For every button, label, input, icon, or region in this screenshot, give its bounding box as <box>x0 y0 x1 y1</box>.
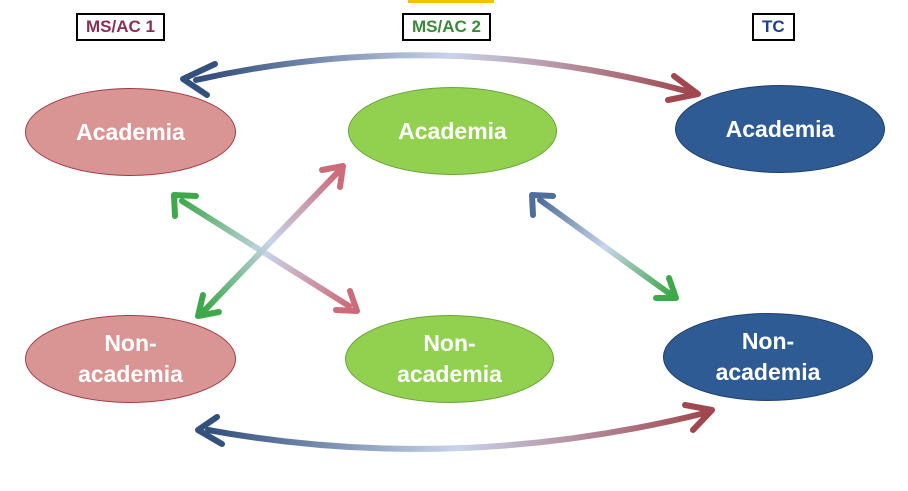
node-label-line1: Non- <box>741 328 795 354</box>
node-label-line2: academia <box>78 361 183 387</box>
node-tc-academia: Academia <box>675 85 885 173</box>
diagonal-arrow-3 <box>529 192 679 301</box>
node-label-line1: Non- <box>104 330 157 356</box>
bottom-double-arrow <box>195 402 715 452</box>
node-tc-non-academia: Non- academia <box>663 313 873 401</box>
node-label: Academia <box>398 117 507 144</box>
node-ms-ac-1-academia: Academia <box>25 88 236 176</box>
node-ms-ac-2-non-academia: Non- academia <box>345 315 554 403</box>
node-label: Academia <box>725 115 835 142</box>
diagonal-arrow-1 <box>171 192 360 314</box>
header-highlight-bar <box>408 0 494 3</box>
top-double-arrow <box>180 52 701 103</box>
header-ms-ac-1: MS/AC 1 <box>76 13 165 41</box>
header-ms-ac-2: MS/AC 2 <box>402 13 491 41</box>
diagonal-arrow-2 <box>195 163 346 319</box>
header-tc: TC <box>752 13 795 41</box>
node-label: Academia <box>76 118 185 145</box>
node-ms-ac-2-academia: Academia <box>348 87 557 175</box>
node-label-line2: academia <box>715 359 821 385</box>
node-ms-ac-1-non-academia: Non- academia <box>25 315 236 403</box>
node-label-line1: Non- <box>423 330 476 356</box>
node-label-line2: academia <box>397 361 502 387</box>
